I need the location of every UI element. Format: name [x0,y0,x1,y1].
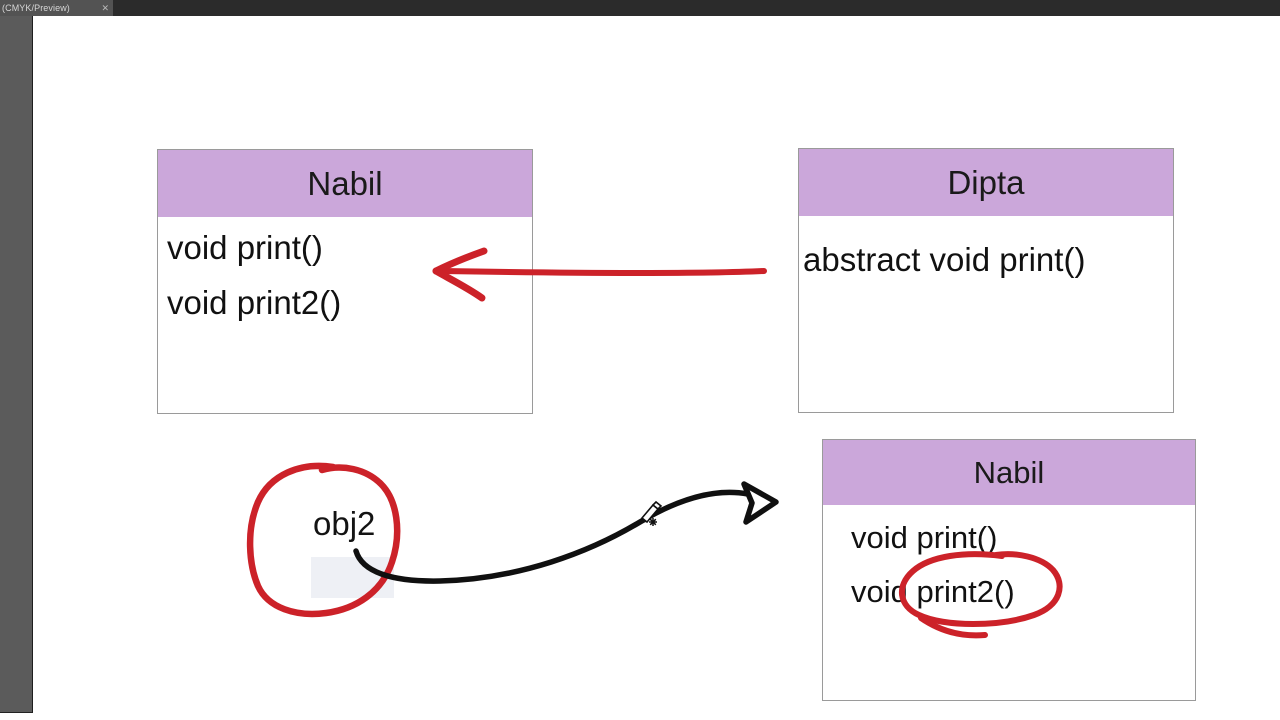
uml-class-box-nabil-child[interactable]: Nabil void print() void print2() [822,439,1196,701]
tool-rail[interactable] [0,16,33,712]
uml-class-box-dipta[interactable]: Dipta abstract void print() [798,148,1174,413]
document-tab-label: (CMYK/Preview) [2,3,70,13]
uml-member-row: void print() [167,229,323,266]
uml-class-title: Nabil [823,440,1195,505]
drawing-canvas[interactable]: Nabil void print() void print2() Dipta a… [33,17,1280,720]
title-bar: (CMYK/Preview) ✕ [0,0,1280,16]
uml-class-box-nabil-parent[interactable]: Nabil void print() void print2() [157,149,533,414]
uml-member-row: void print2() [851,574,1015,609]
pen-tool-cursor [640,500,663,526]
uml-member-row: abstract void print() [803,241,1086,278]
uml-member-row: void print2() [167,284,342,321]
uml-class-members: void print() void print2() [823,505,1195,619]
document-tab[interactable]: (CMYK/Preview) ✕ [0,0,113,16]
object-label: obj2 [313,505,376,542]
uml-class-members: abstract void print() [799,216,1173,287]
uml-class-title: Nabil [158,150,532,217]
close-icon[interactable]: ✕ [101,3,109,13]
object-annotation-obj2[interactable]: obj2 [280,479,440,639]
object-swatch [311,557,394,598]
uml-member-row: void print() [851,520,998,555]
uml-class-title: Dipta [799,149,1173,216]
uml-class-members: void print() void print2() [158,217,532,330]
